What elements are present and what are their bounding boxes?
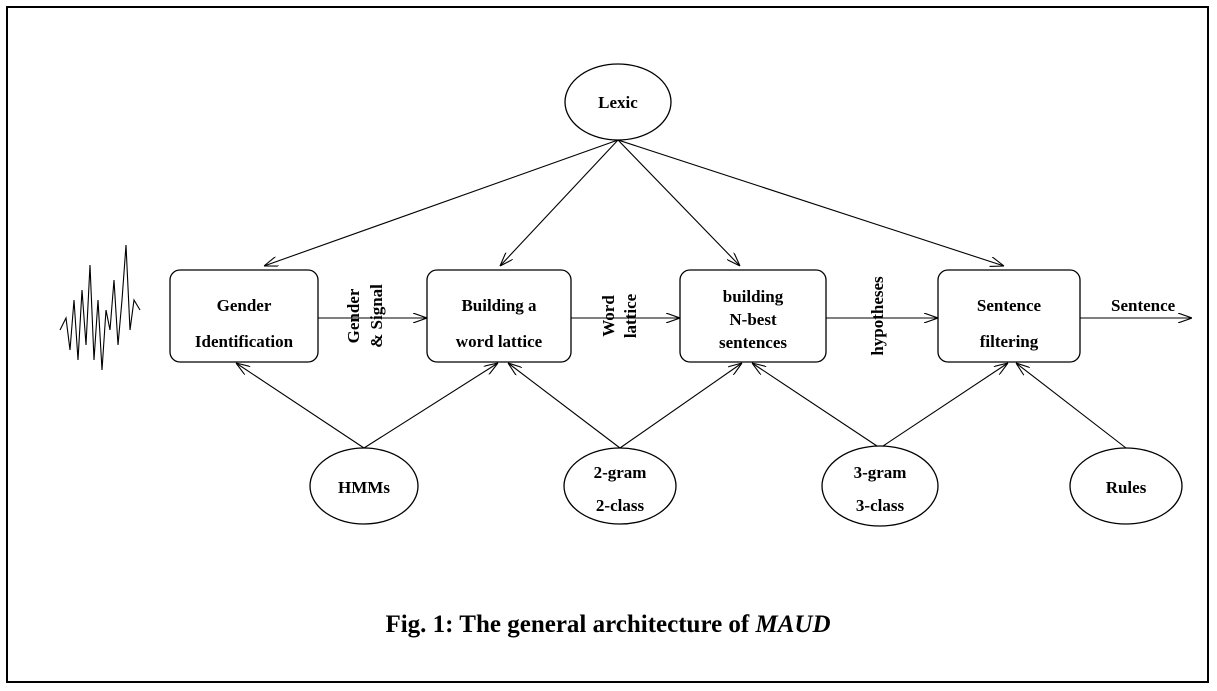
node-lexic: Lexic xyxy=(564,63,672,141)
edge-label-gender: Gender xyxy=(344,288,363,343)
node-hmms-label: HMMs xyxy=(338,478,390,497)
edge-lexic-gender xyxy=(264,139,619,266)
node-lexic-label: Lexic xyxy=(598,93,638,112)
node-rules-label: Rules xyxy=(1106,478,1147,497)
figure-caption: Fig. 1: The general architecture of MAUD xyxy=(385,611,830,638)
edge-label-lattice: lattice xyxy=(621,293,640,338)
node-nbest-label-3: sentences xyxy=(719,333,787,352)
node-bigram-label-2: 2-class xyxy=(596,496,645,515)
node-word-lattice: Building a word lattice xyxy=(426,269,572,363)
edge-bigram-nbest xyxy=(619,363,742,449)
node-filtering-label-1: Sentence xyxy=(977,296,1042,315)
waveform-icon xyxy=(59,244,141,371)
node-bigram-label-1: 2-gram xyxy=(594,463,647,482)
node-bigram: 2-gram 2-class xyxy=(563,447,677,525)
edge-lexic-lattice xyxy=(500,139,619,266)
node-lattice-label-2: word lattice xyxy=(456,332,543,351)
edge-label-hypotheses: hypotheses xyxy=(868,276,887,356)
edge-label-word-lattice: Word lattice xyxy=(599,293,640,338)
node-trigram-label-2: 3-class xyxy=(856,496,905,515)
edge-label-sentence: Sentence xyxy=(1111,296,1176,315)
caption-name: MAUD xyxy=(755,611,831,638)
node-nbest-label-2: N-best xyxy=(729,310,777,329)
node-gender-label-1: Gender xyxy=(217,296,272,315)
edge-label-gender-signal: Gender & Signal xyxy=(344,284,386,348)
node-nbest-sentences: building N-best sentences xyxy=(679,269,827,363)
edge-lexic-filtering xyxy=(617,139,1004,266)
edge-trigram-filtering xyxy=(879,363,1008,449)
node-filtering-label-2: filtering xyxy=(980,332,1039,351)
node-hmms: HMMs xyxy=(309,447,419,525)
edge-hmms-lattice xyxy=(363,363,498,449)
node-gender-identification: Gender Identification xyxy=(169,269,319,363)
caption-prefix: Fig. 1: The general architecture of xyxy=(385,611,755,638)
edge-rules-filtering xyxy=(1016,363,1127,449)
node-gender-label-2: Identification xyxy=(195,332,294,351)
node-trigram: 3-gram 3-class xyxy=(821,445,939,527)
node-sentence-filtering: Sentence filtering xyxy=(937,269,1081,363)
node-lattice-label-1: Building a xyxy=(461,296,537,315)
edge-hmms-gender xyxy=(236,363,365,449)
edge-trigram-nbest xyxy=(752,363,881,449)
node-trigram-label-1: 3-gram xyxy=(854,463,907,482)
edge-label-word: Word xyxy=(599,295,618,337)
edge-lexic-nbest xyxy=(617,139,740,266)
node-nbest-label-1: building xyxy=(723,287,784,306)
node-rules: Rules xyxy=(1069,447,1183,525)
edge-label-signal: & Signal xyxy=(367,284,386,348)
edge-bigram-lattice xyxy=(508,363,621,449)
